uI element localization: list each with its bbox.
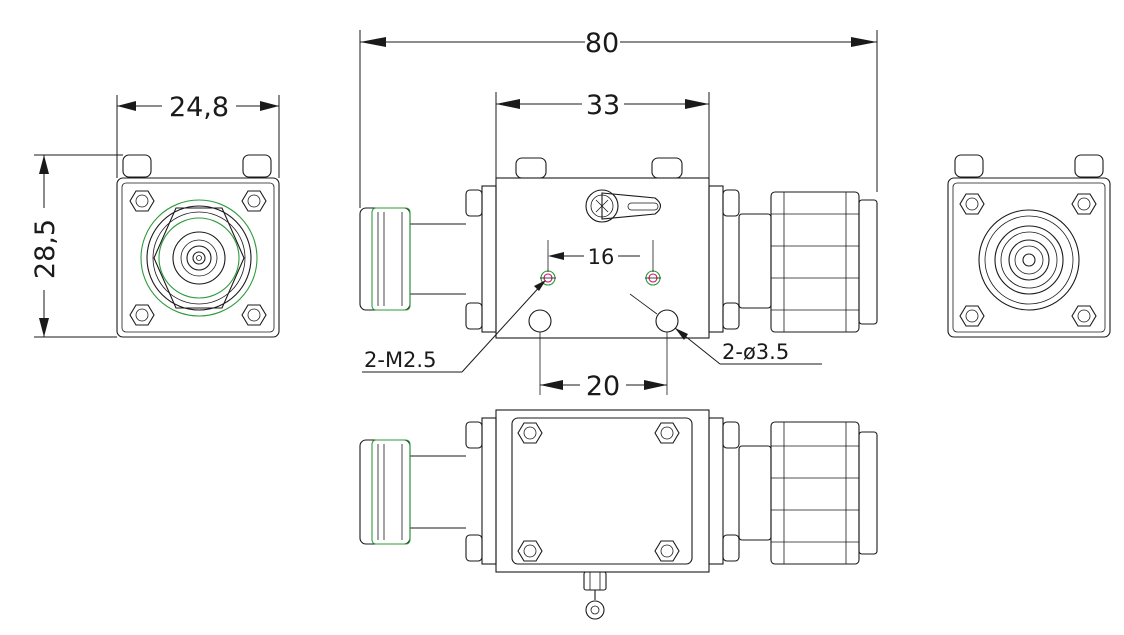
ground-lug-icon	[583, 571, 607, 620]
dim-side-width	[116, 95, 280, 178]
dim-body-length	[495, 92, 710, 178]
bottom-view	[359, 409, 878, 620]
leader-tapped-holes	[362, 280, 546, 373]
left-end-view	[116, 154, 280, 338]
hex-bolt-icon	[517, 540, 543, 562]
dim-label-overall-length: 80	[585, 28, 619, 59]
left-connector-icon	[359, 439, 466, 545]
dim-label-thru-hole-spacing: 20	[586, 371, 620, 402]
dim-label-side-width: 24,8	[169, 92, 229, 123]
right-connector-icon	[738, 421, 878, 565]
hex-bolt-icon	[959, 305, 985, 327]
dim-side-height	[34, 154, 123, 338]
hex-bolt-icon	[654, 540, 680, 562]
dim-label-body-length: 33	[586, 90, 620, 121]
leader-thru-holes	[629, 293, 822, 365]
right-end-view	[947, 154, 1111, 338]
dim-overall-length	[359, 30, 878, 208]
dim-tapped-hole-spacing	[547, 240, 654, 272]
n-connector-face-icon	[140, 199, 258, 317]
hex-bolt-icon	[129, 190, 155, 212]
hex-bolt-icon	[129, 304, 155, 326]
right-connector-icon	[738, 191, 878, 333]
front-view	[359, 157, 878, 339]
thru-hole-icon	[528, 309, 552, 333]
hex-bolt-icon	[241, 304, 267, 326]
hex-bolt-icon	[1071, 305, 1097, 327]
hex-bolt-icon	[1071, 193, 1097, 215]
hex-bolt-icon	[517, 422, 543, 444]
hex-bolt-icon	[241, 190, 267, 212]
dim-label-side-height: 28,5	[30, 219, 61, 279]
n-connector-face-icon	[978, 209, 1080, 311]
dim-label-tapped-hole-spacing: 16	[588, 245, 615, 269]
hex-bolt-icon	[654, 422, 680, 444]
left-connector-icon	[359, 207, 466, 311]
hex-bolt-icon	[959, 193, 985, 215]
callout-thru-holes: 2-ø3.5	[722, 340, 789, 364]
callout-tapped-holes: 2-M2.5	[364, 348, 436, 372]
tapped-hole-icon	[645, 270, 661, 286]
ground-screw-icon	[585, 189, 662, 223]
thru-hole-icon	[655, 309, 679, 333]
dim-thru-hole-spacing	[539, 332, 668, 395]
